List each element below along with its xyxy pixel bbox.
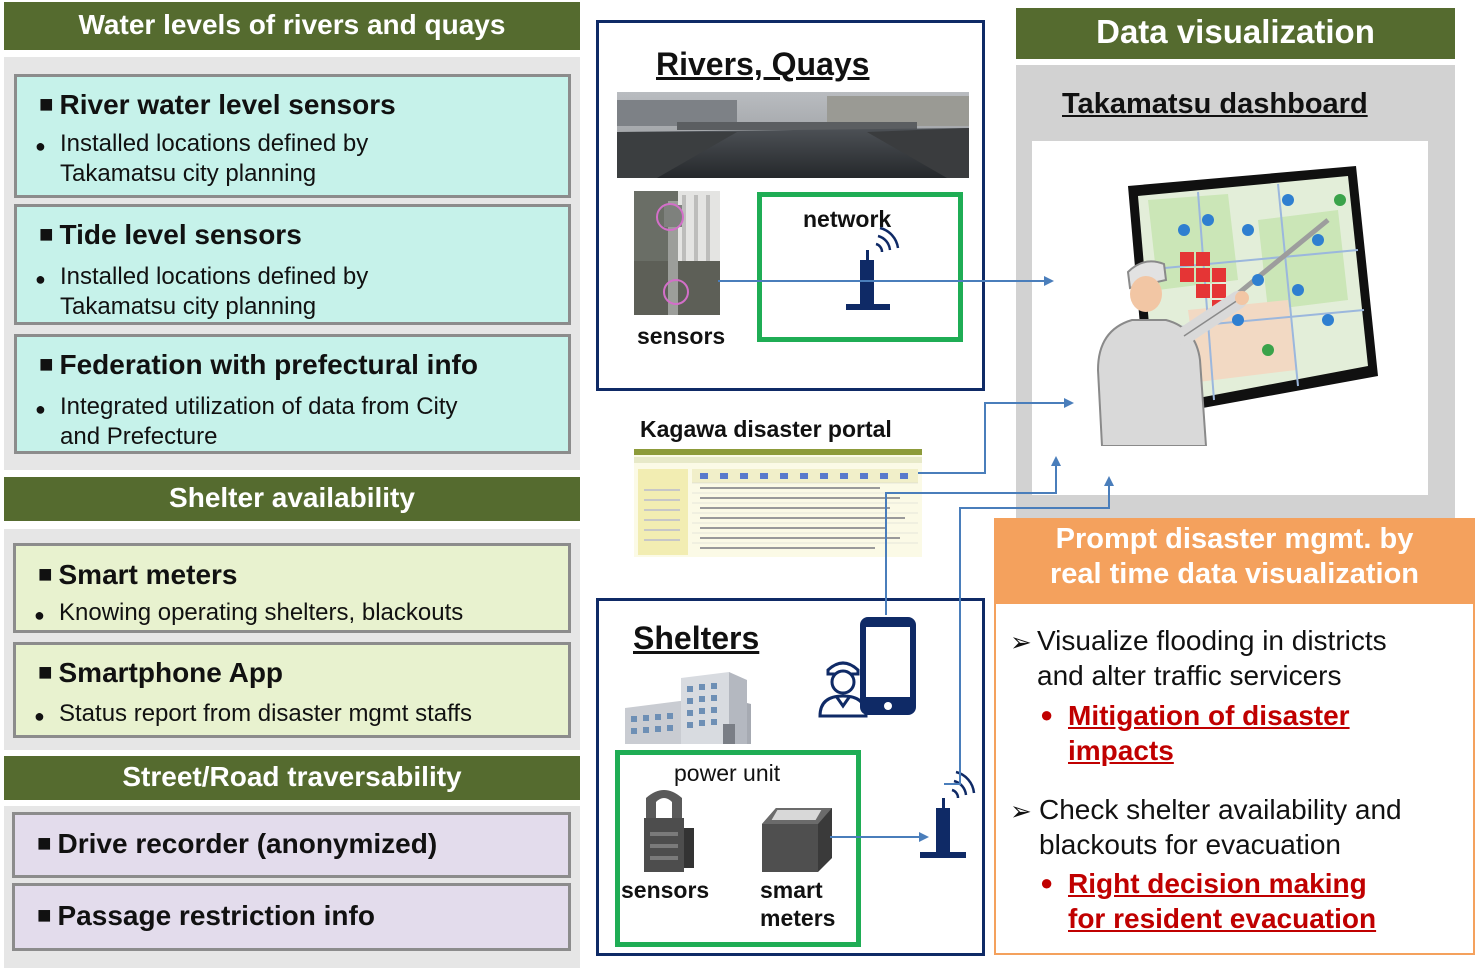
data-visualization-header: Data visualization [1016,8,1455,59]
smart-meters-label-1: smart [760,877,823,903]
smartphone-app-title: Smartphone App [38,657,284,689]
smartphone-app-card: Smartphone App Status report from disast… [13,642,571,738]
river-sensor-title: River water level sensors [39,89,396,121]
network-label: network [803,206,892,232]
smartphone-icon [860,617,916,715]
mitigation-link-line-1[interactable]: Mitigation of disaster [1068,700,1350,731]
river-sensor-desc-1: Installed locations defined by [35,129,590,161]
point-arrow-1: ➢ [1010,627,1032,657]
tide-sensor-title: Tide level sensors [39,219,302,251]
river-sensor-desc-2: Takamatsu city planning [60,160,317,187]
shelter-availability-header: Shelter availability [4,477,580,521]
river-sensor-photo [634,191,720,315]
prompt-title-line-2: real time data visualization [1049,558,1420,590]
shelters-title: Shelters [633,620,760,656]
smartphone-app-desc: Status report from disaster mgmt staffs [34,699,590,731]
decision-link-line-1[interactable]: Right decision making [1068,868,1367,899]
dashboard-illustration [1096,166,1378,446]
shelter-router-to-dashboard-arrow [944,476,1114,785]
point-arrow-2: ➢ [1010,796,1032,826]
shelter-router-icon [920,770,976,858]
red-bullet-1: ● [1040,702,1054,727]
decision-link-line-2[interactable]: for resident evacuation [1068,903,1377,934]
tide-sensor-desc-2: Takamatsu city planning [60,293,317,320]
smart-meters-card: Smart meters Knowing operating shelters,… [13,543,571,633]
tide-sensor-desc-1: Installed locations defined by [35,262,590,294]
river-photo [617,92,969,178]
federation-desc-2: and Prefecture [60,423,218,450]
tide-sensor-card: Tide level sensors Installed locations d… [14,204,571,325]
dashboard-title: Takamatsu dashboard [1062,88,1368,120]
federation-title: Federation with prefectural info [39,349,478,381]
river-sensors-label: sensors [637,323,726,349]
rivers-quays-title: Rivers, Quays [656,46,870,82]
prompt-title-line-1: Prompt disaster mgmt. by [1055,523,1414,555]
street-traversability-header: Street/Road traversability [4,756,580,800]
water-levels-header: Water levels of rivers and quays [4,2,580,50]
portal-screenshot [634,449,922,557]
drive-recorder-card: Drive recorder (anonymized) [12,812,571,878]
passage-restriction-title: Passage restriction info [37,900,375,932]
phone-to-dashboard-arrow [885,456,1061,615]
mitigation-link-line-2[interactable]: impacts [1068,735,1174,766]
federation-card: Federation with prefectural info Integra… [14,334,571,454]
smart-meters-title: Smart meters [38,559,238,591]
current-sensor-icon [644,790,694,872]
portal-to-dashboard-arrow [918,398,1074,474]
river-sensor-card: River water level sensors Installed loca… [14,74,571,198]
power-unit-label: power unit [674,760,781,786]
drive-recorder-title: Drive recorder (anonymized) [37,828,438,860]
federation-desc-1: Integrated utilization of data from City [35,392,590,424]
smart-meter-icon [762,808,832,872]
point-2-line-2: blackouts for evacuation [1039,829,1341,860]
red-bullet-2: ● [1040,870,1054,895]
point-1-line-2: and alter traffic servicers [1037,660,1342,691]
smart-meters-desc: Knowing operating shelters, blackouts [34,598,590,630]
point-2-line-1: Check shelter availability and [1039,794,1402,825]
shelter-sensors-label: sensors [621,877,710,903]
kagawa-portal-title: Kagawa disaster portal [640,416,892,442]
point-1-line-1: Visualize flooding in districts [1037,625,1387,656]
prompt-mgmt-header [994,518,1475,604]
passage-restriction-card: Passage restriction info [12,883,571,951]
smart-meters-label-2: meters [760,905,836,931]
shelter-building-icon [625,672,751,744]
